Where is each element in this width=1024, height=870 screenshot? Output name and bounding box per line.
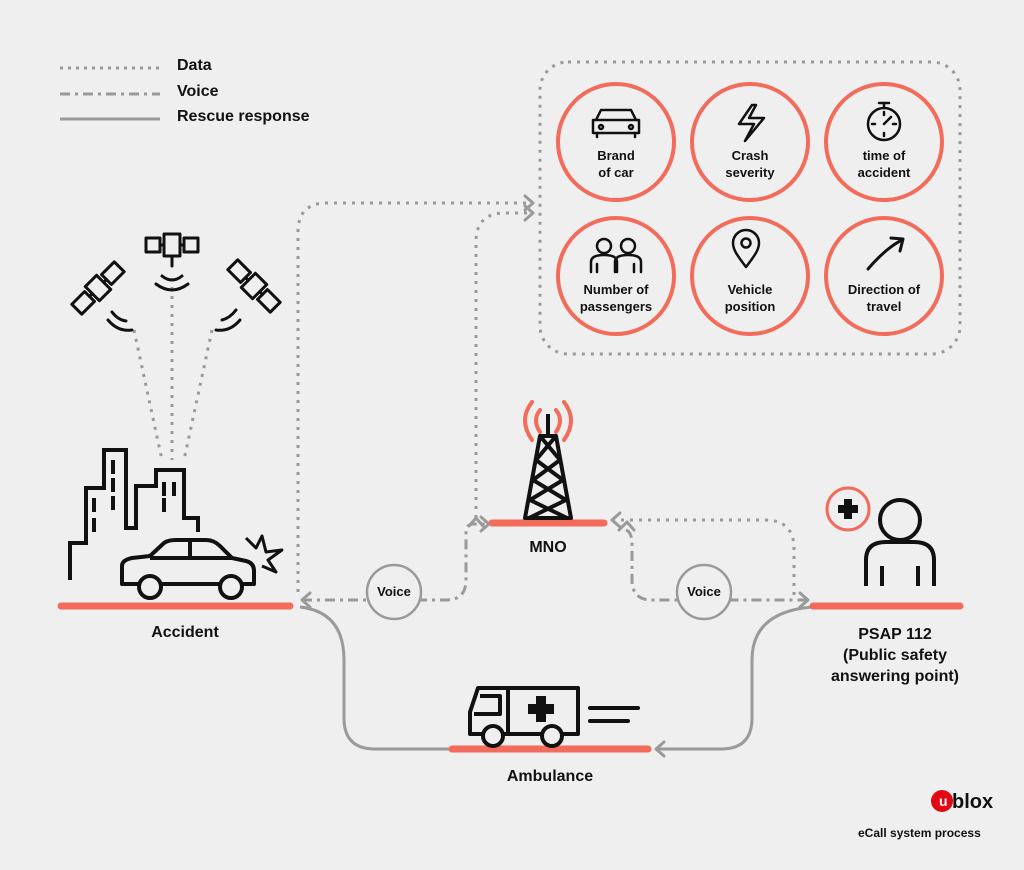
- sat-link-right: [182, 329, 214, 461]
- voice-lines: [302, 522, 808, 602]
- info-circle-direction: [824, 216, 944, 336]
- signal-left-inner: [110, 310, 128, 323]
- voice-badge-right: [675, 563, 733, 621]
- ambulance-icon: [468, 686, 580, 748]
- legend-voice-label: Voice: [177, 83, 219, 100]
- lightning-icon: [737, 103, 766, 143]
- info-circle-severity: [690, 82, 810, 202]
- voice-link-accident-mno: [302, 522, 488, 602]
- speed-lines-icon: [588, 706, 640, 723]
- psap-label: PSAP 112 (Public safety answering point): [831, 626, 959, 685]
- info-circle-position: [690, 216, 810, 336]
- passengers-icon: [589, 237, 643, 274]
- info-label-brand: Brand of car: [597, 148, 635, 180]
- medical-cross-badge: [825, 486, 871, 532]
- legend-rescue-label: Rescue response: [177, 108, 310, 125]
- ublox-logo: u blox: [931, 790, 993, 813]
- voice-link-mno-psap: [625, 528, 808, 602]
- info-circle-passengers: [556, 216, 676, 336]
- ambulance-cross-icon: [528, 696, 554, 722]
- data-lines: [132, 201, 796, 596]
- info-label-direction: Direction of travel: [847, 282, 921, 314]
- sat-link-left: [132, 329, 164, 461]
- info-circle-time: [824, 82, 944, 202]
- voice-badge-left: [365, 563, 423, 621]
- location-pin-icon: [731, 228, 761, 269]
- diagram-caption: eCall system process: [858, 826, 981, 840]
- satellite-center-icon: [144, 232, 200, 268]
- legend-data-label: Data: [177, 57, 212, 74]
- rescue-link-accident: [299, 605, 450, 751]
- arrow-up-right-icon: [866, 236, 905, 271]
- info-label-passengers: Number of passengers: [579, 282, 653, 314]
- voice-badges: [365, 563, 733, 621]
- mno-label: MNO: [529, 539, 567, 556]
- voice-badge-right-label: Voice: [687, 584, 721, 599]
- baselines: [57, 519, 964, 753]
- rescue-link-psap: [656, 605, 813, 751]
- satellite-right-icon: [226, 258, 282, 314]
- voice-badge-left-label: Voice: [377, 584, 411, 599]
- data-link-accident: [296, 201, 532, 592]
- info-label-severity: Crash severity: [725, 148, 775, 180]
- stopwatch-icon: [866, 101, 902, 142]
- satellite-left-icon: [70, 260, 126, 316]
- data-box: [538, 60, 962, 356]
- car-front-icon: [591, 108, 641, 139]
- info-circles: [556, 82, 944, 336]
- ambulance-label: Ambulance: [506, 768, 594, 785]
- data-link-mno: [474, 211, 532, 518]
- legend: [60, 66, 160, 121]
- svg-text:u: u: [939, 793, 948, 809]
- signal-left-outer: [106, 318, 134, 332]
- city-skyline-icon: [68, 448, 200, 580]
- impact-burst-icon: [244, 534, 284, 574]
- cell-tower-icon: [523, 414, 573, 520]
- info-label-time: time of accident: [857, 148, 911, 180]
- data-link-psap: [612, 518, 796, 596]
- svg-text:blox: blox: [952, 791, 993, 813]
- operator-person-icon: [864, 498, 936, 586]
- info-circle-brand: [556, 82, 676, 202]
- rescue-lines: [299, 605, 813, 751]
- radio-waves-icon: [523, 400, 573, 442]
- crashed-car-icon: [120, 538, 256, 600]
- info-label-position: Vehicle position: [724, 282, 776, 314]
- accident-label: Accident: [151, 624, 219, 641]
